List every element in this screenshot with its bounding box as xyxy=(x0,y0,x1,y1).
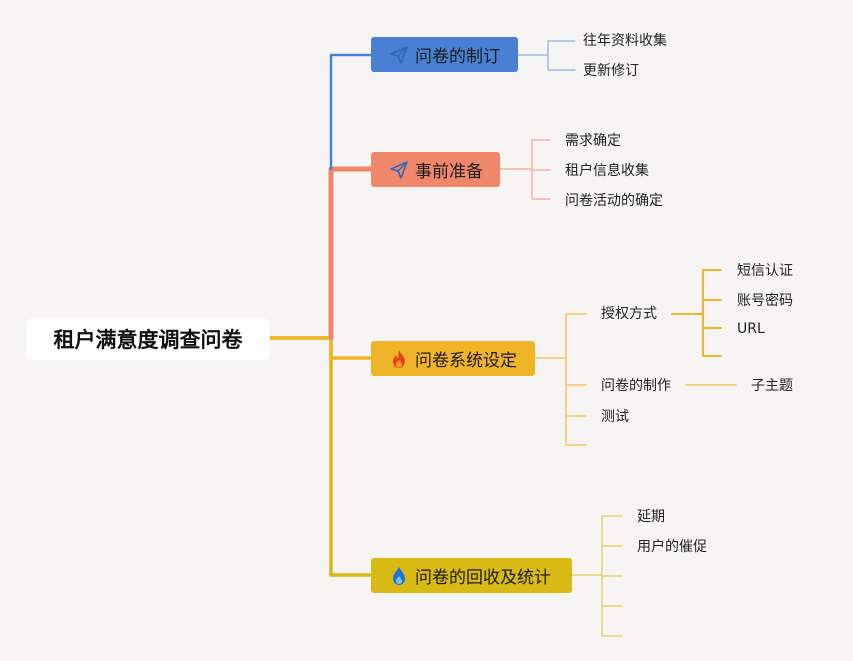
leaf-subtopic[interactable]: 子主题 xyxy=(751,378,793,394)
connector-root-b4 xyxy=(268,336,373,577)
leaf-user-reminder[interactable]: 用户的催促 xyxy=(637,539,707,555)
leaf-extension[interactable]: 延期 xyxy=(637,509,665,525)
connector-auth-children xyxy=(671,269,722,357)
branch-node-preparation[interactable]: 事前准备 xyxy=(371,152,500,187)
branch-node-system-setup[interactable]: 问卷系统设定 xyxy=(371,341,535,376)
connector-b1-children xyxy=(517,40,576,71)
connector-root-b2 xyxy=(328,166,374,341)
root-node[interactable]: 租户满意度调查问卷 xyxy=(26,318,270,360)
paper-plane-icon xyxy=(389,160,409,180)
leaf-test[interactable]: 测试 xyxy=(601,409,629,425)
branch-label: 问卷系统设定 xyxy=(415,351,517,371)
connector-b2-children xyxy=(499,139,551,200)
leaf-activity-confirm[interactable]: 问卷活动的确定 xyxy=(565,193,663,209)
leaf-account-password[interactable]: 账号密码 xyxy=(737,293,793,309)
leaf-tenant-info-collection[interactable]: 租户信息收集 xyxy=(565,163,649,179)
connector-root-b3 xyxy=(268,336,373,360)
leaf-questionnaire-making[interactable]: 问卷的制作 xyxy=(601,378,671,394)
leaf-past-data-collection[interactable]: 往年资料收集 xyxy=(583,33,667,49)
branch-label: 事前准备 xyxy=(415,162,483,182)
connector-b3-children xyxy=(534,313,587,446)
leaf-requirement-confirm[interactable]: 需求确定 xyxy=(565,133,621,149)
leaf-auth-method[interactable]: 授权方式 xyxy=(601,306,657,322)
fire-icon xyxy=(389,349,409,369)
branch-node-collection-statistics[interactable]: 问卷的回收及统计 xyxy=(371,558,572,593)
water-drop-icon xyxy=(389,566,409,586)
leaf-sms-auth[interactable]: 短信认证 xyxy=(737,263,793,279)
connector-b4-children xyxy=(571,515,623,637)
connector-root-b1 xyxy=(329,53,373,171)
leaf-url[interactable]: URL xyxy=(737,321,765,337)
branch-label: 问卷的制订 xyxy=(415,47,500,67)
branch-node-questionnaire-drafting[interactable]: 问卷的制订 xyxy=(371,37,518,72)
root-label: 租户满意度调查问卷 xyxy=(53,328,243,352)
leaf-update-revise[interactable]: 更新修订 xyxy=(583,63,639,79)
paper-plane-icon xyxy=(389,45,409,65)
branch-label: 问卷的回收及统计 xyxy=(415,568,551,588)
